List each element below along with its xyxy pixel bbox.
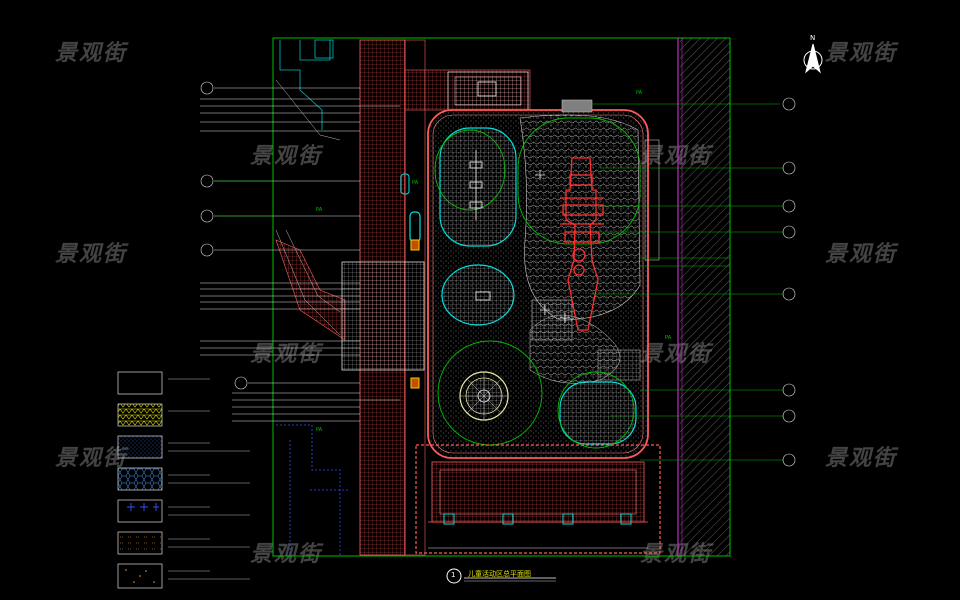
hatched-strip [680, 38, 730, 556]
title-number: 1 [451, 571, 456, 579]
pa-label: PA [412, 180, 419, 186]
red-sculpture [560, 157, 604, 331]
round-feature [459, 371, 509, 421]
tree-canopies [434, 117, 641, 449]
callout-bubbles-left [200, 81, 248, 390]
building-edge [279, 39, 334, 130]
pool-3 [559, 381, 637, 445]
plaza-square [341, 261, 425, 371]
pergola [431, 461, 645, 523]
legend-swatch-blue-dots [117, 435, 163, 459]
page-title: 儿童活动区总平面图 [468, 570, 531, 578]
legend-swatch-orange-dashes [117, 531, 163, 555]
legend [117, 371, 250, 589]
legend-swatch-plain [117, 371, 163, 395]
leader-lines-right [590, 103, 784, 461]
pa-label: PA [636, 90, 643, 96]
pergola-area [415, 444, 661, 554]
legend-swatch-triangles [117, 403, 163, 427]
pa-label: PA [316, 427, 323, 433]
sand-zone [519, 114, 641, 321]
title-block [446, 568, 556, 584]
callout-bubbles-right [782, 97, 796, 467]
legend-swatch-hex [117, 467, 163, 491]
legend-swatch-crosses [117, 499, 163, 523]
pool-2 [441, 264, 515, 326]
north-label: N [810, 34, 816, 42]
legend-swatch-orange-dots [117, 563, 163, 589]
leader-lines-left [200, 87, 400, 422]
pa-label: PA [316, 207, 323, 213]
pool-1 [439, 127, 517, 247]
north-arrow [803, 43, 823, 74]
pa-label: PA [665, 335, 672, 341]
